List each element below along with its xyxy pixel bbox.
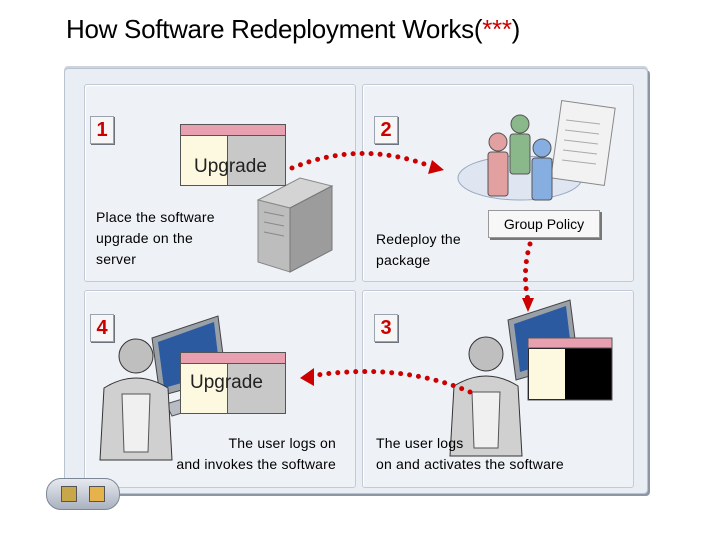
arrow-1-to-2 <box>289 151 433 171</box>
software-window-icon <box>527 337 613 401</box>
step-1-line-3: server <box>96 251 137 267</box>
step-number-4: 4 <box>90 314 114 342</box>
step-number-2: 2 <box>374 116 398 144</box>
arrow-3-to-4 <box>307 369 473 395</box>
upgrade-package-box-step-1 <box>180 124 286 186</box>
step-3-line-2: on and activates the software <box>376 456 564 472</box>
step-number-3: 3 <box>374 314 398 342</box>
person-icon-step-4 <box>99 338 173 461</box>
step-2-line-2: package <box>376 252 431 268</box>
step-3-text: The user logs on and activates the softw… <box>376 433 564 475</box>
upgrade-label-step-1: Upgrade <box>194 156 267 177</box>
page-title: How Software Redeployment Works(***) <box>66 14 521 44</box>
arrowhead-2 <box>522 298 534 312</box>
upgrade-label-step-4: Upgrade <box>190 372 263 393</box>
stop-button[interactable] <box>89 486 105 502</box>
play-button[interactable] <box>61 486 77 502</box>
step-number-1: 1 <box>90 116 114 144</box>
step-1-line-1: Place the software <box>96 209 215 225</box>
group-policy-label: Group Policy <box>488 210 600 238</box>
upgrade-package-box-step-4 <box>180 352 286 414</box>
arrow-2-to-3 <box>522 241 533 303</box>
slide-navigation[interactable] <box>46 478 120 510</box>
step-1-line-2: upgrade on the <box>96 230 193 246</box>
step-3-line-1: The user logs <box>376 435 464 451</box>
arrowhead-1 <box>428 160 444 174</box>
step-1-text: Place the software upgrade on the server <box>96 207 215 270</box>
step-4-line-2: and invokes the software <box>176 456 336 472</box>
server-icon <box>256 177 334 273</box>
step-2-line-1: Redeploy the <box>376 231 461 247</box>
step-4-line-1: The user logs on <box>228 435 336 451</box>
person-icon-step-3 <box>449 336 523 457</box>
step-4-text: The user logs on and invokes the softwar… <box>160 433 336 475</box>
step-2-text: Redeploy the package <box>376 229 461 271</box>
user-group-icon <box>457 100 616 201</box>
arrowhead-3 <box>300 368 314 386</box>
